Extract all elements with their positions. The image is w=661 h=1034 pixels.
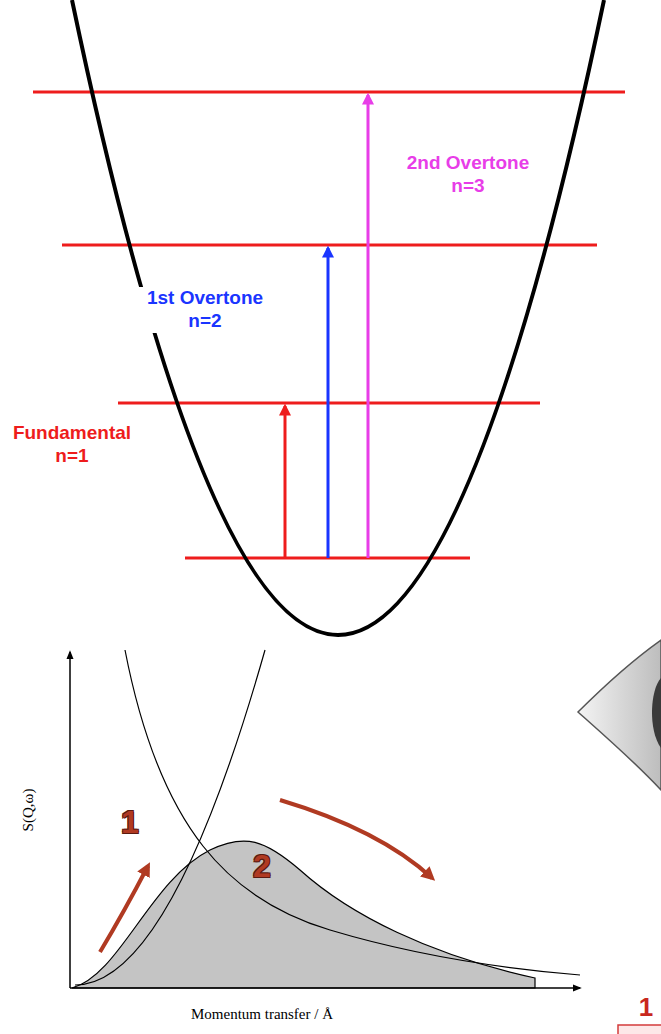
callout-number: 1 bbox=[639, 992, 653, 1023]
level-label: 1st Overtone n=2 bbox=[136, 287, 275, 333]
falling-curve bbox=[125, 650, 580, 975]
x-axis bbox=[70, 987, 580, 989]
slide-marker bbox=[618, 1025, 661, 1034]
fundamental-arrow bbox=[284, 406, 287, 558]
trend-arrow bbox=[100, 866, 148, 952]
callout-number: 1 bbox=[121, 803, 139, 841]
energy-levels bbox=[33, 92, 625, 558]
eye-icon bbox=[578, 640, 661, 790]
rising-curve bbox=[75, 650, 265, 985]
callout-number: 2 bbox=[253, 847, 271, 885]
level-label: 2nd Overtone n=3 bbox=[399, 152, 538, 198]
axis-label: S(Q,ω) bbox=[19, 789, 37, 832]
first-overtone-arrow bbox=[327, 248, 330, 558]
eye-pupil bbox=[652, 678, 661, 748]
scattering-area bbox=[72, 841, 535, 988]
second-overtone-arrow bbox=[367, 95, 370, 558]
level-label: Fundamental n=1 bbox=[8, 422, 137, 468]
potential-well bbox=[72, 0, 604, 635]
y-axis bbox=[69, 652, 71, 988]
trend-arrow bbox=[280, 800, 432, 878]
axis-label: Momentum transfer / Å bbox=[191, 1005, 333, 1023]
